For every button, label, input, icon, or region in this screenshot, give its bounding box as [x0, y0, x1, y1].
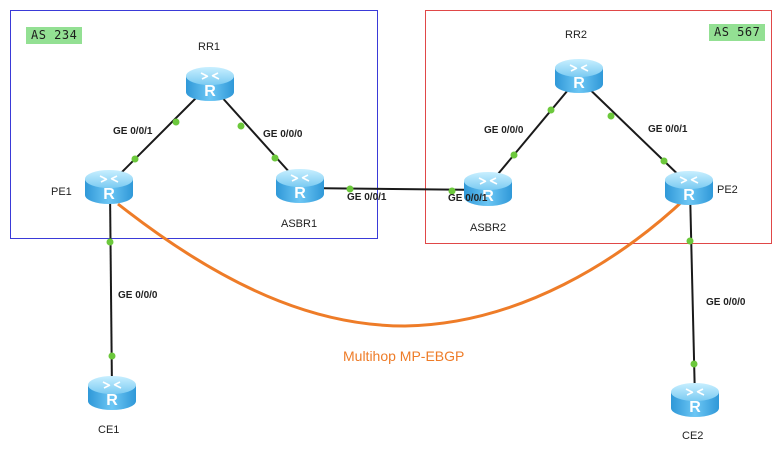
device-label-pe2: PE2: [717, 184, 738, 196]
mp-ebgp-session-curve: [117, 196, 688, 328]
port-dot: [106, 238, 114, 246]
device-label-rr1: RR1: [198, 41, 221, 53]
link-pe2-ce2: [689, 189, 696, 401]
port-dot: [271, 154, 279, 162]
port-dot: [547, 106, 555, 114]
interface-label-asbr2-rr2: GE 0/0/0: [484, 125, 524, 136]
port-dot: [346, 185, 354, 193]
as-234-label: AS 234: [26, 27, 83, 44]
link-rr2-pe2: [577, 77, 691, 187]
device-label-asbr1: ASBR1: [281, 218, 318, 230]
router-icon-pe2[interactable]: [664, 170, 714, 206]
port-dot: [690, 360, 698, 368]
router-icon-ce1[interactable]: [87, 375, 137, 411]
port-dot: [660, 157, 668, 165]
interface-label-pe1-rr1: GE 0/0/1: [113, 126, 153, 137]
router-icon-rr2[interactable]: [554, 58, 604, 94]
device-label-asbr2: ASBR2: [470, 222, 507, 234]
router-icon-ce2[interactable]: [670, 382, 720, 418]
link-pe1-ce1: [109, 189, 113, 393]
interface-label-rr2-pe2: GE 0/0/1: [648, 124, 688, 135]
port-dot: [448, 187, 456, 195]
port-dot: [510, 151, 518, 159]
device-label-ce1: CE1: [98, 424, 120, 436]
port-dot: [607, 112, 615, 120]
link-asbr1-asbr2: [299, 187, 489, 191]
as-234-boundary: [10, 10, 378, 239]
interface-label-rr1-asbr1: GE 0/0/0: [263, 129, 303, 140]
interface-label-asbr2: GE 0/0/1: [448, 193, 488, 204]
as-567-label: AS 567: [709, 24, 766, 41]
link-pe1-rr1: [109, 83, 211, 185]
router-icon-rr1[interactable]: [185, 66, 235, 102]
device-label-rr2: RR2: [565, 29, 588, 41]
interface-label-pe1-ce1: GE 0/0/0: [118, 290, 158, 301]
port-dot: [172, 118, 180, 126]
interface-label-asbr1-asbr2: GE 0/0/1: [347, 192, 387, 203]
device-label-ce2: CE2: [682, 430, 704, 442]
port-dot: [108, 352, 116, 360]
router-icon-pe1[interactable]: [84, 169, 134, 205]
as-567-boundary: [425, 10, 772, 244]
interface-label-pe2-ce2: GE 0/0/0: [706, 297, 746, 308]
link-rr1-asbr1: [209, 83, 301, 185]
port-dot: [131, 155, 139, 163]
link-asbr2-rr2: [487, 77, 579, 187]
router-icon-asbr1[interactable]: [275, 168, 325, 204]
port-dot: [686, 237, 694, 245]
mp-ebgp-session-label: Multihop MP-EBGP: [343, 348, 465, 364]
port-dot: [237, 122, 245, 130]
device-label-pe1: PE1: [51, 186, 72, 198]
port-dots: [106, 106, 698, 368]
